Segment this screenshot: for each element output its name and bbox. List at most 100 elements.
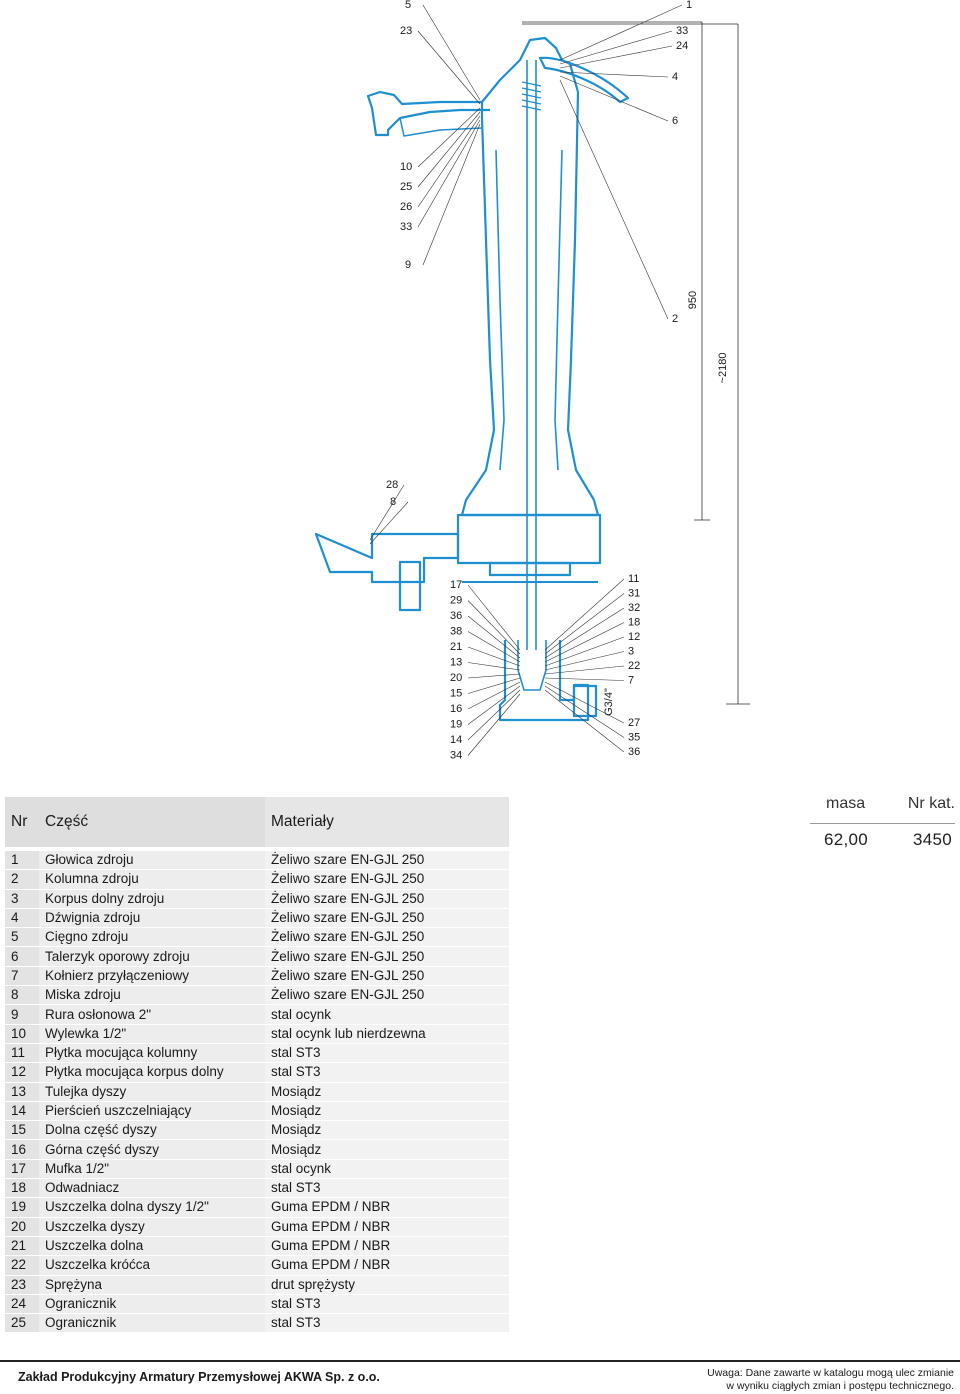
cell-part: Dolna część dyszy [39,1120,265,1141]
cell-nr: 16 [5,1139,39,1160]
callout-number: 7 [628,675,634,687]
cell-material: Mosiądz [265,1101,509,1122]
callout-leader [422,123,481,266]
callout-number: 21 [450,641,462,653]
cell-nr: 5 [5,927,39,948]
callout-number: 24 [676,40,688,52]
cell-part: Górna część dyszy [39,1139,265,1160]
callout-number: 19 [450,719,462,731]
cell-nr: 18 [5,1178,39,1199]
cell-material: drut sprężysty [265,1275,509,1295]
callout-number: 8 [390,496,396,508]
mass-catalog-values: 62,00 3450 [810,830,955,850]
callout-number: 4 [672,71,678,83]
callout-number: 16 [450,703,462,715]
mass-catalog-header: masa Nr kat. [810,795,955,820]
cell-part: Tulejka dyszy [39,1082,265,1102]
outlet-nozzle [572,684,598,718]
cell-part: Wylewka 1/2" [39,1024,265,1044]
cell-material: Żeliwo szare EN-GJL 250 [265,851,509,871]
cell-nr: 2 [5,869,39,890]
cell-material: stal ocynk lub nierdzewna [265,1024,509,1044]
cell-part: Głowica zdroju [39,851,265,871]
callout-number: 2 [672,313,678,325]
cell-part: Korpus dolny zdroju [39,889,265,909]
column-body [460,91,600,517]
callout-leader [467,662,521,671]
cell-part: Uszczelka dolna dyszy 1/2" [39,1197,265,1218]
callout-number: 11 [628,573,639,585]
callout-number: 36 [450,610,462,622]
dimension-950: 950 [687,291,699,309]
callout-number: 22 [628,660,640,672]
cell-material: Żeliwo szare EN-GJL 250 [265,908,509,929]
catalog-value: 3450 [912,830,952,849]
cell-nr: 14 [5,1101,39,1122]
cell-nr: 7 [5,966,39,987]
callout-leader [422,4,481,101]
mass-label: masa [826,795,866,812]
cell-nr: 17 [5,1159,39,1180]
column-header-nr: Nr [5,797,39,847]
callout-number: 10 [400,161,412,173]
callout-leader [417,107,481,168]
callout-number: 32 [628,602,640,614]
cell-material: stal ST3 [265,1313,509,1334]
callout-number: 3 [628,646,634,658]
callout-leader [559,45,673,69]
callout-leader [467,693,521,756]
cell-nr: 11 [5,1043,39,1064]
cell-part: Sprężyna [39,1275,265,1295]
callout-number: 13 [450,657,462,669]
cell-part: Mufka 1/2" [39,1159,265,1180]
cell-material: Mosiądz [265,1120,509,1141]
callout-number: 33 [676,25,688,37]
callout-leader [559,71,669,78]
cell-part: Kołnierz przyłączeniowy [39,966,265,987]
catalog-label: Nr kat. [907,795,955,812]
callout-number: 5 [405,0,411,11]
callout-leader [559,75,669,122]
thread-label: G3/4" [603,688,615,716]
cell-part: Ogranicznik [39,1294,265,1315]
callout-number: 35 [628,732,640,744]
cell-material: Guma EPDM / NBR [265,1217,509,1237]
cell-material: stal ocynk [265,1004,509,1025]
callout-leader [369,484,405,541]
valve-housing [517,640,547,691]
callout-number: 18 [628,617,640,629]
callout-number: 12 [628,631,640,643]
cell-nr: 4 [5,908,39,929]
cell-part: Płytka mocująca korpus dolny [39,1062,265,1083]
callout-number: 33 [400,221,412,233]
cell-nr: 12 [5,1062,39,1083]
callout-leader [559,4,683,61]
cell-material: stal ST3 [265,1178,509,1199]
callout-leader [467,673,521,679]
callout-leader [467,631,521,663]
callout-number: 36 [628,746,640,758]
callout-number: 28 [386,479,398,491]
cell-part: Miska zdroju [39,985,265,1006]
cell-part: Kolumna zdroju [39,869,265,890]
callout-leader [544,578,625,651]
cell-part: Rura osłonowa 2" [39,1004,265,1025]
callout-leader [369,501,409,545]
cell-nr: 13 [5,1082,39,1102]
callout-leader [417,30,481,105]
cell-nr: 10 [5,1024,39,1044]
callout-number: 38 [450,626,462,638]
callout-leader [544,636,625,667]
